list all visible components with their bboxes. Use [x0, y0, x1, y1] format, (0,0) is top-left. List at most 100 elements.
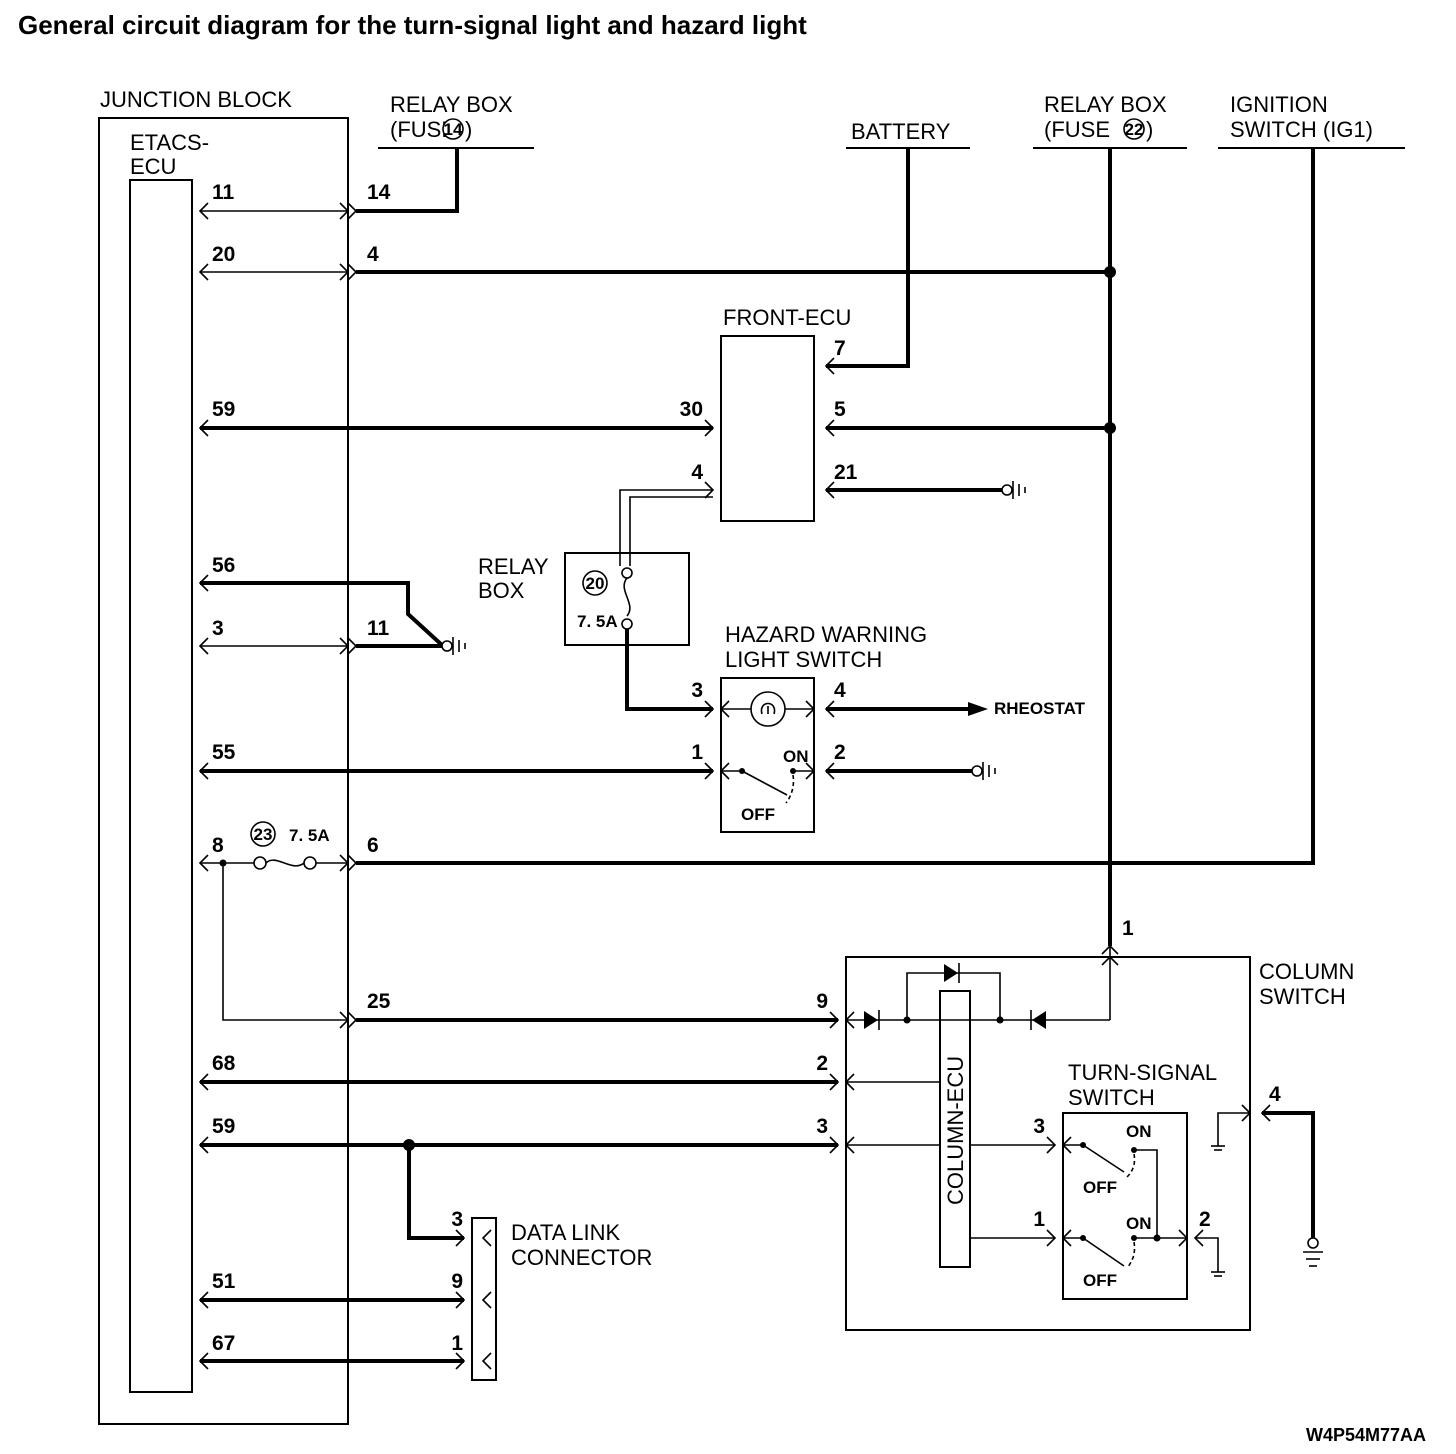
data-link-connector-box: [471, 1217, 497, 1381]
data-link-connector-label-2: CONNECTOR: [511, 1245, 652, 1270]
wire-ts2-ground: [1195, 1237, 1219, 1272]
connector-chevron: [347, 202, 358, 220]
wire-column4-external: [1262, 1111, 1315, 1238]
connector-chevron: [824, 700, 835, 718]
hazard-off-label: OFF: [741, 805, 775, 824]
connector-chevron: [481, 1291, 492, 1309]
pin-etacs-68: 68: [212, 1052, 236, 1075]
connector-chevron: [198, 854, 209, 872]
connector-chevron: [805, 762, 816, 780]
pin-column-2: 2: [816, 1052, 828, 1075]
front-ecu-label: FRONT-ECU: [723, 305, 851, 330]
relay-box-label-2: BOX: [478, 578, 525, 603]
fuse-terminal: [253, 856, 267, 870]
connector-chevron: [339, 854, 350, 872]
connector-chevron: [704, 481, 715, 499]
connector-chevron: [1046, 1229, 1057, 1247]
connector-chevron: [198, 1352, 209, 1370]
wire-jb14-fuse14: [356, 148, 459, 213]
wire-battery-frontecu7: [826, 148, 910, 368]
wire-dlc3: [407, 1145, 464, 1240]
diode-branch: [906, 972, 1001, 1020]
column-switch-box: [845, 956, 1251, 1331]
pin-front-ecu-4: 4: [691, 461, 703, 484]
connector-chevron: [1061, 1136, 1072, 1154]
wire-frontecu4-fuse20: [619, 489, 713, 566]
wire-frontecu4-fuse20: [629, 496, 713, 566]
pin-jb-4: 4: [367, 243, 379, 266]
pin-hazard-4: 4: [834, 679, 846, 702]
connector-chevron: [339, 1011, 350, 1029]
pin-etacs-11: 11: [212, 181, 235, 204]
connector-chevron: [1193, 1229, 1204, 1247]
connector-chevron: [824, 481, 835, 499]
data-link-connector-label-1: DATA LINK: [511, 1220, 621, 1245]
connector-chevron: [844, 1011, 855, 1029]
junction-block-label: JUNCTION BLOCK: [100, 87, 292, 112]
connector-chevron: [339, 263, 350, 281]
connector-chevron: [719, 762, 730, 780]
connector-chevron: [1061, 1229, 1072, 1247]
connector-chevron: [455, 1229, 466, 1247]
connector-chevron: [1101, 955, 1119, 966]
pin-etacs-59a: 59: [212, 398, 235, 421]
relay-box-fuse22-label-2: (FUSE: [1044, 117, 1110, 142]
front-ecu-box: [720, 335, 815, 522]
column-ecu-box: [939, 990, 971, 1268]
ts-off-label-2: OFF: [1083, 1271, 1117, 1290]
junction-dot: [1153, 1234, 1161, 1242]
ground-icon: [971, 762, 996, 780]
connector-chevron: [198, 637, 209, 655]
pin-etacs-3: 3: [212, 617, 224, 640]
wire-etacs8-jb25: [222, 863, 348, 1021]
pin-etacs-20: 20: [212, 243, 235, 266]
fuse20-circle: [582, 570, 608, 596]
connector-chevron: [704, 419, 715, 437]
pin-dlc-1: 1: [451, 1332, 463, 1355]
connector-chevron: [704, 762, 715, 780]
connector-chevron: [481, 1229, 492, 1247]
pin-dlc-3: 3: [451, 1208, 463, 1231]
connector-chevron: [198, 202, 209, 220]
hazard-switch-box: [720, 677, 815, 833]
fuse-terminal: [303, 856, 317, 870]
relay-box-label-1: RELAY: [478, 554, 549, 579]
connector-chevron: [347, 1011, 358, 1029]
ignition-switch-label-1: IGNITION: [1230, 92, 1328, 117]
pin-jb-6: 6: [367, 834, 379, 857]
ts-common-wire: [1134, 1149, 1158, 1238]
fuse22-number: 22: [1125, 120, 1144, 139]
diode-icon: [944, 964, 958, 982]
turn-signal-switch-box: [1062, 1112, 1188, 1300]
connector-chevron: [829, 1011, 840, 1029]
fuse20-symbol: [623, 577, 631, 617]
connector-chevron: [824, 357, 835, 375]
connector-chevron: [198, 419, 209, 437]
connector-chevron: [347, 263, 358, 281]
fuse22-circle: [1123, 118, 1145, 140]
relay-box-fuse14-label-3: ): [465, 117, 472, 142]
connector-chevron: [198, 762, 209, 780]
pin-jb-11: 11: [367, 617, 390, 640]
connector-chevron: [829, 1073, 840, 1091]
hazard-on-label: ON: [783, 747, 809, 766]
turn-signal-switch-label-2: SWITCH: [1068, 1085, 1155, 1110]
diode-icon: [864, 1011, 878, 1029]
pin-column-9: 9: [816, 990, 828, 1013]
pin-ts-3: 3: [1033, 1115, 1045, 1138]
switch-link: [785, 774, 795, 804]
pin-column-1: 1: [1122, 917, 1134, 940]
pin-column-3: 3: [816, 1115, 828, 1138]
switch-blade: [1082, 1237, 1125, 1267]
connector-chevron: [198, 1073, 209, 1091]
switch-blade: [741, 770, 788, 796]
column-switch-label-2: SWITCH: [1259, 984, 1346, 1009]
connector-chevron: [805, 700, 816, 718]
pin-ts-1: 1: [1033, 1208, 1045, 1231]
diagram-title: General circuit diagram for the turn-sig…: [18, 10, 807, 40]
junction-dot: [1104, 266, 1116, 278]
pin-jb-14: 14: [367, 181, 391, 204]
connector-chevron: [844, 1136, 855, 1154]
connector-chevron: [1101, 944, 1119, 955]
wire-etacs56-ground: [200, 581, 445, 648]
